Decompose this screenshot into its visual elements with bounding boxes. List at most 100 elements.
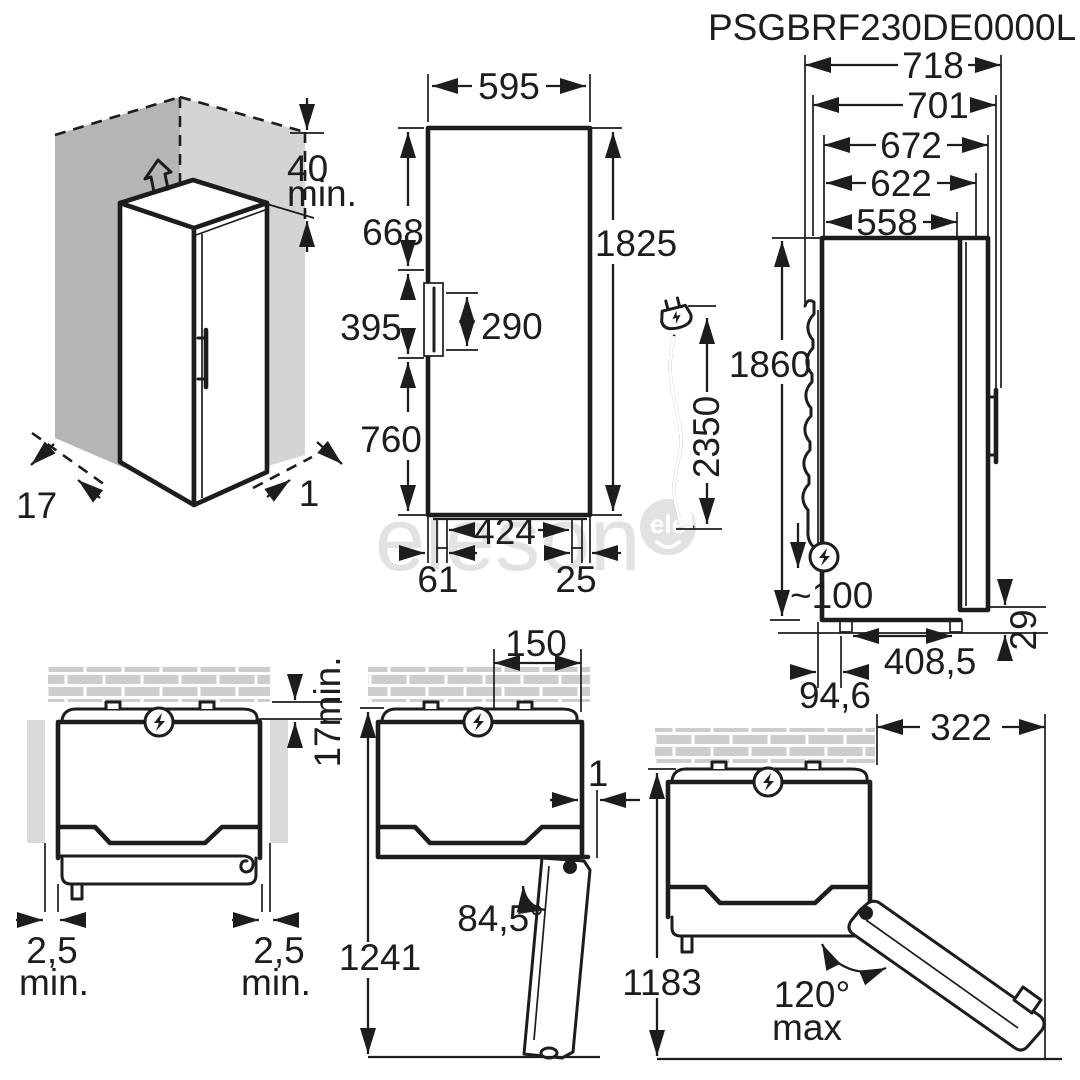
hinge-bumps: [710, 760, 822, 771]
open-door-slab: [522, 856, 592, 1060]
feet-floor-lines: [778, 620, 1048, 634]
label-width: 595: [478, 66, 540, 107]
power-outlet-icon: [462, 706, 494, 738]
label-side-gap: 1: [588, 753, 609, 794]
feet-lines: [427, 517, 591, 563]
wall-bricks: [655, 728, 875, 763]
label-depth-total: 718: [902, 45, 964, 86]
door-seal-curl: [239, 854, 255, 874]
label-right-gap-unit: min.: [241, 962, 311, 1003]
top-view-door-85: 150 1 84,5° 1241: [339, 623, 640, 1060]
wall-edge-dashed: [54, 95, 307, 222]
label-cord-length: 2350: [686, 396, 727, 478]
power-outlet-icon: [143, 706, 175, 738]
label-top-clearance-unit: min.: [287, 173, 357, 214]
watermark-smile-icon: [655, 540, 681, 549]
fridge-left-face: [117, 200, 197, 508]
label-door-swing: 322: [930, 707, 992, 748]
label-left-gap-unit: min.: [19, 962, 89, 1003]
fridge-body-top-outline: [375, 719, 591, 860]
label-door-angle: 84,5°: [457, 898, 544, 939]
label-depth-622: 622: [870, 163, 932, 204]
label-right-clearance: 1: [299, 473, 320, 514]
wall-bricks: [48, 667, 270, 702]
cord-inner: [668, 335, 694, 529]
hinge-bumps: [422, 700, 534, 711]
label-base-height: 29: [1003, 609, 1044, 650]
extension-lines: [398, 74, 622, 516]
label-depth-open: 1183: [622, 962, 702, 1003]
label-side-height: 1860: [729, 344, 811, 385]
hinge-pin: [70, 882, 84, 901]
base-slab: [670, 915, 872, 938]
leader-lines: [258, 701, 342, 720]
label-top-to-handle: 668: [362, 212, 424, 253]
label-right-gap: 2,5: [253, 930, 304, 971]
label-socket-height: ~100: [790, 575, 873, 616]
label-feet-span: 424: [474, 511, 536, 552]
angle-arc: [820, 943, 887, 986]
dim-arrow: [316, 440, 343, 465]
door-panel-line: [865, 919, 1019, 1029]
hinge-pin: [563, 860, 577, 874]
label-top-clearance: 40: [287, 148, 328, 189]
label-rear-gap: 17min.: [307, 656, 348, 767]
fridge-body-top-outline: [665, 779, 873, 920]
dim-arrow: [30, 441, 56, 466]
condenser-coil: [801, 299, 817, 550]
label-handle-zone: 395: [340, 307, 402, 348]
door-handle-mounts: [196, 336, 208, 381]
hinge-bumps: [104, 700, 216, 711]
floor-edge-dashed: [31, 431, 313, 490]
label-wall-offset: 150: [505, 623, 567, 664]
door-gap-line: [195, 209, 266, 498]
label-door-angle: 120°: [774, 974, 851, 1015]
label-rear-offset: 94,6: [799, 675, 871, 716]
power-outlet-icon: [752, 766, 784, 798]
dim-tick: [266, 132, 324, 219]
top-view-closed: 17min. 2,5 min. 2,5 min.: [16, 656, 348, 1003]
extension-lines: [44, 843, 59, 912]
hinge-pin-circle: [859, 906, 873, 920]
top-view-door-120: 322 120° max 1183: [622, 707, 1062, 1061]
label-left-gap: 2,5: [26, 930, 77, 971]
angle-arc: [516, 885, 546, 914]
label-side-feet-span: 408,5: [884, 641, 977, 682]
right-cabinet: [270, 720, 288, 843]
extension-lines: [804, 55, 1002, 388]
door-slab: [60, 856, 258, 886]
label-depth-672: 672: [880, 125, 942, 166]
wall-bricks: [368, 667, 590, 702]
dim-tick: [770, 237, 820, 621]
lift-arrow-icon: [143, 158, 173, 194]
label-handle-to-floor: 760: [360, 419, 422, 460]
door-panel-line: [533, 865, 550, 1041]
fridge-body-top-outline: [55, 719, 263, 861]
open-door-slab: [847, 899, 1046, 1052]
side-body-outline: [819, 235, 991, 623]
corner-installation-view: 40 min. 17 1: [16, 95, 357, 526]
dim-arrow: [77, 479, 104, 503]
label-height: 1825: [595, 223, 677, 264]
dim-tick: [676, 305, 722, 530]
label-depth-701: 701: [907, 85, 969, 126]
power-plug-icon: [660, 296, 693, 331]
left-cabinet: [27, 720, 45, 843]
label-handle-cutout: 290: [481, 306, 543, 347]
extension-lines: [261, 843, 271, 912]
label-door-angle-unit: max: [772, 1007, 842, 1048]
power-cord-view: 2350: [660, 296, 727, 530]
label-left-clearance: 17: [16, 485, 57, 526]
label-foot-left: 61: [417, 559, 458, 600]
extension-lines: [817, 622, 842, 688]
hinge-pin: [680, 934, 694, 954]
label-foot-right: 25: [555, 559, 596, 600]
label-depth-open: 1241: [339, 937, 421, 978]
product-code-title: PSGBRF230DE0000L: [708, 7, 1076, 48]
bracket-lines: [446, 292, 478, 351]
front-view: 595 668 395 290 1825 760 424 61 25: [340, 66, 677, 600]
power-outlet-icon: [808, 541, 840, 573]
side-view: 718 701 672 622 558 1860 ~100 408,5 94,6: [729, 45, 1048, 716]
